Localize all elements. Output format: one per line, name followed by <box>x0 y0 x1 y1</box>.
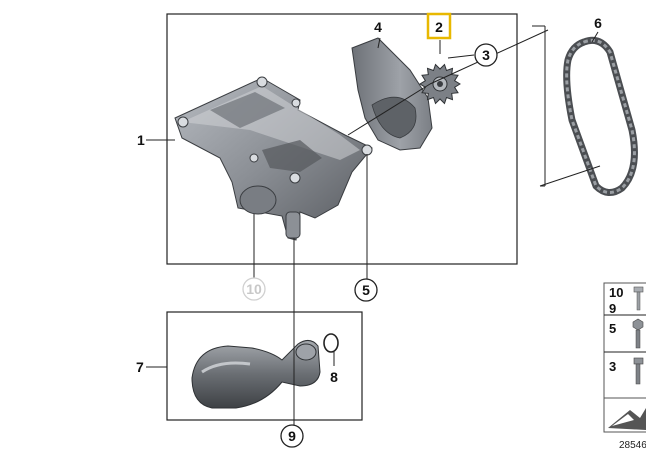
callout-2: 2 <box>435 19 443 35</box>
callout-2-highlight <box>426 12 452 40</box>
callout-7: 7 <box>136 359 144 375</box>
callout-10: 10 <box>246 281 262 297</box>
main-assembly-frame <box>166 13 518 265</box>
wrench-diagram-icon <box>603 397 646 433</box>
callout-9: 9 <box>288 428 296 444</box>
bolt-icon <box>633 286 644 311</box>
callout-3: 3 <box>482 47 490 63</box>
image-number: 28546 <box>619 440 646 451</box>
callout-4: 4 <box>374 19 382 35</box>
bolt-icon <box>632 318 644 349</box>
timing-chain[interactable] <box>563 36 638 196</box>
callout-5-circle <box>354 278 378 302</box>
fastener-legend: 10 9 5 3 <box>603 282 646 402</box>
bolt-icon <box>633 357 644 385</box>
legend-item-3: 3 <box>609 359 616 374</box>
callout-1: 1 <box>137 132 145 148</box>
oil-pump-housing[interactable] <box>174 76 373 241</box>
callout-8: 8 <box>330 369 338 385</box>
callout-9-circle <box>280 424 304 448</box>
callout-5: 5 <box>362 282 370 298</box>
chain-guide-cover[interactable] <box>351 37 433 151</box>
oil-intake-pipe[interactable] <box>191 340 321 409</box>
intake-assembly-frame <box>166 311 363 421</box>
callout-3-circle <box>474 43 498 67</box>
legend-item-10: 10 <box>609 285 623 300</box>
legend-item-9: 9 <box>609 301 616 316</box>
o-ring[interactable] <box>323 333 339 353</box>
callout-10-circle <box>242 277 266 301</box>
callout-6: 6 <box>594 15 602 31</box>
legend-item-5: 5 <box>609 321 616 336</box>
